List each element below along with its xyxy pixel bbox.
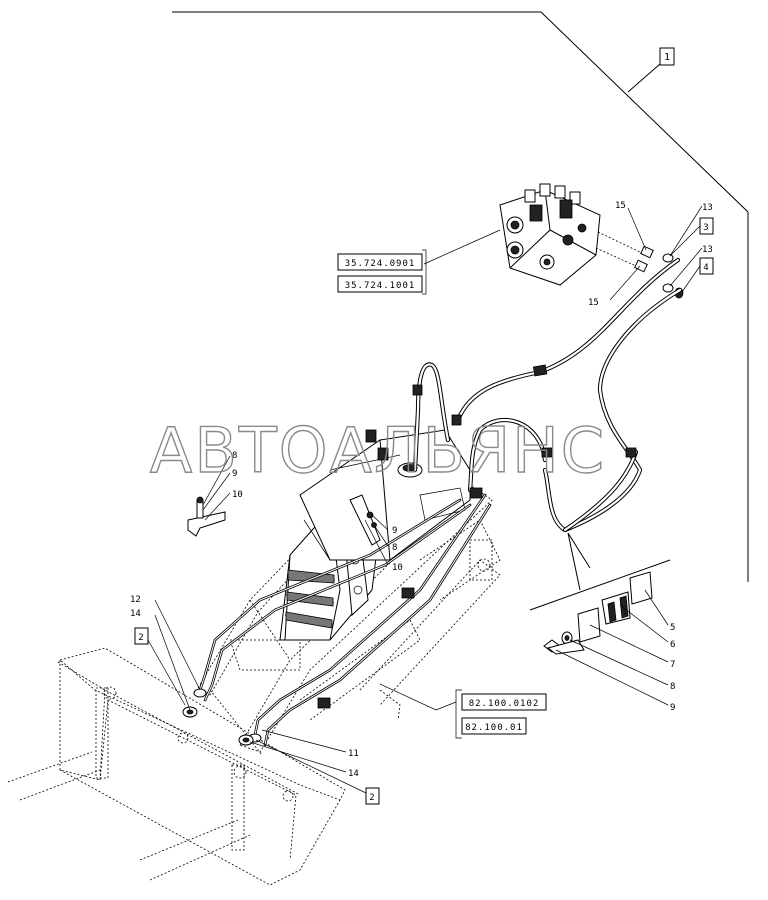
ref-82-100-01: 82.100.01 [461,717,527,735]
assembly-frame: 1 [172,11,749,582]
hydraulic-hoses [412,257,683,533]
steel-pipes [198,429,492,747]
callout-8-left: 8 [232,451,237,461]
assembly-box-1-label: 1 [664,52,670,63]
reference-boxes: 35.724.0901 35.724.1001 82.100.0102 82.1… [337,249,547,739]
loader-bucket [7,647,346,886]
callout-7: 7 [670,660,675,670]
callout-2-left: 2 [138,633,143,643]
callout-9-middle: 9 [392,526,397,536]
quick-couplers [182,688,262,746]
bracket-clamp-left [187,496,226,537]
callout-11: 11 [348,749,359,759]
callout-13-upper: 13 [702,203,713,213]
ref-82-100-0102: 82.100.0102 [461,693,547,711]
watermark: АВТОАЛЬЯНС [150,414,606,487]
callout-14-right: 14 [348,769,359,779]
callout-2-left-box: 2 [134,627,149,645]
callout-4-box: 4 [699,257,714,275]
callout-8-right: 8 [670,682,675,692]
callout-12: 12 [130,595,141,605]
ref-35-724-1001-text: 35.724.1001 [345,281,416,291]
callout-13-lower: 13 [702,245,713,255]
callouts: 15 15 13 13 3 4 8 9 10 9 8 10 12 14 2 11… [130,201,714,805]
callout-9-right: 9 [670,703,675,713]
callout-6: 6 [670,640,675,650]
callout-10-left: 10 [232,490,243,500]
assembly-box-1 [659,47,675,66]
callout-14-left: 14 [130,609,141,619]
control-valve [499,183,641,286]
ref-35-724-0901: 35.724.0901 [337,253,423,271]
callout-3-box: 3 [699,217,714,235]
ref-82-100-01-text: 82.100.01 [465,723,523,733]
callout-4: 4 [703,263,708,273]
leader-lines [147,205,703,794]
ref-82-100-0102-text: 82.100.0102 [469,699,540,709]
callout-15-upper: 15 [615,201,626,211]
ref-35-724-1001: 35.724.1001 [337,275,423,293]
callout-8-middle: 8 [392,543,397,553]
callout-2-right-box: 2 [365,787,380,805]
hose-clamp-kit [529,532,671,655]
ref-35-724-0901-text: 35.724.0901 [345,259,416,269]
callout-9-left: 9 [232,469,237,479]
callout-2-right: 2 [369,793,374,803]
callout-5: 5 [670,623,675,633]
callout-10-middle: 10 [392,563,403,573]
callout-3: 3 [703,223,708,233]
callout-15-lower: 15 [588,298,599,308]
